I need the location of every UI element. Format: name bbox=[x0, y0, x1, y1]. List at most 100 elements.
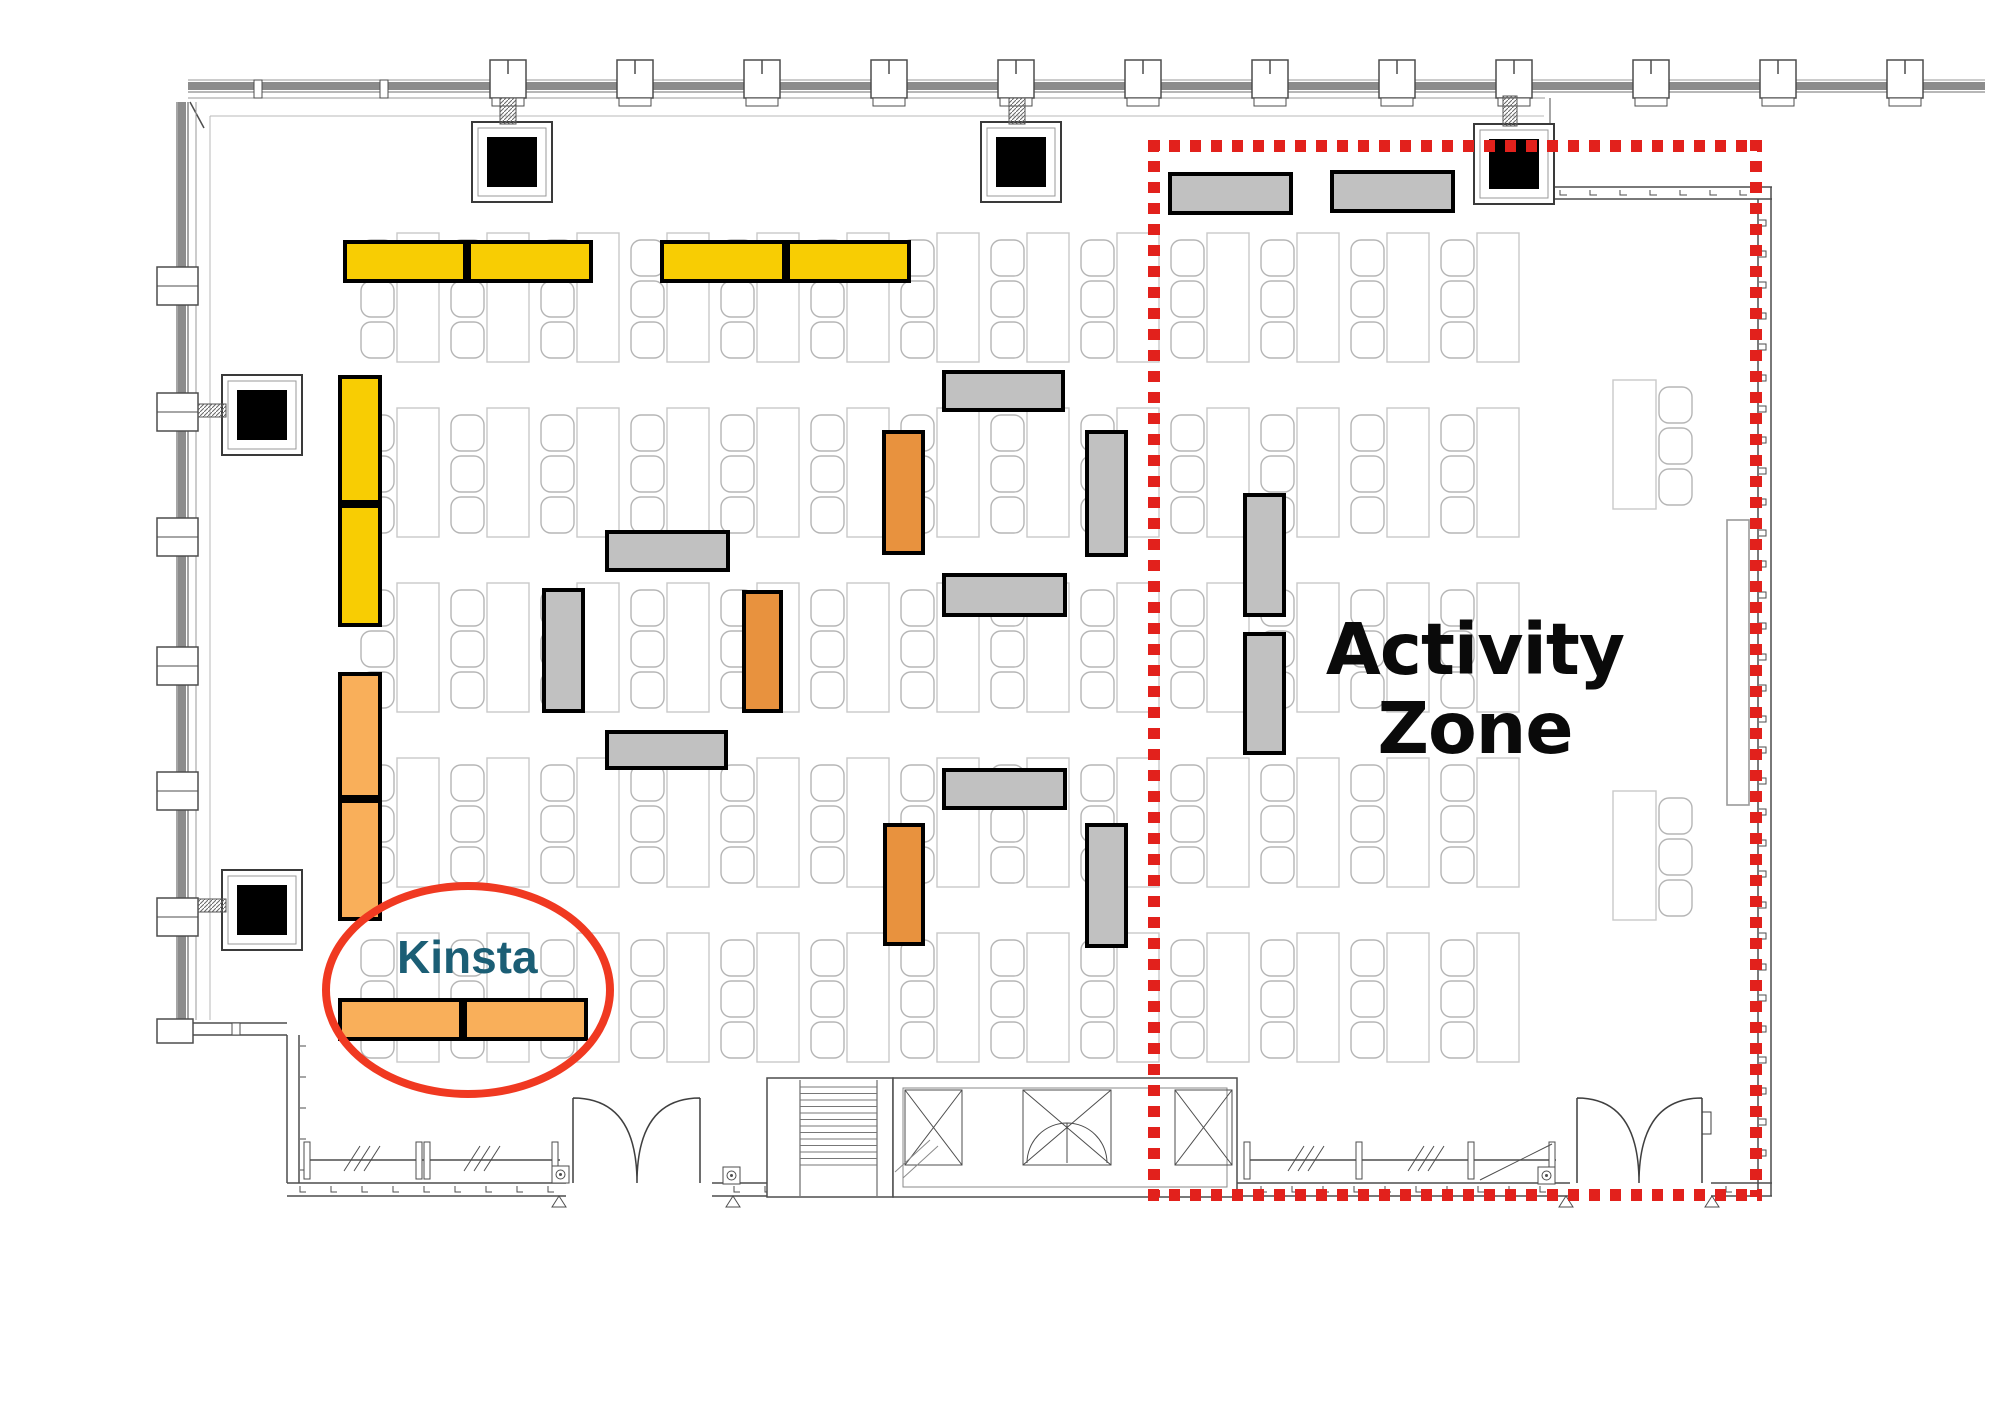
ghost-table bbox=[486, 582, 530, 713]
ghost-chair bbox=[1440, 630, 1475, 668]
ghost-table bbox=[1296, 232, 1340, 363]
ghost-chair bbox=[1350, 496, 1385, 534]
ghost-chair bbox=[1440, 589, 1475, 627]
ghost-chair bbox=[450, 764, 485, 802]
ghost-chair bbox=[1440, 671, 1475, 709]
ghost-chair bbox=[1260, 239, 1295, 277]
double-door-right bbox=[1576, 1097, 1712, 1184]
ghost-chair bbox=[900, 630, 935, 668]
ghost-table bbox=[756, 757, 800, 888]
ghost-chair bbox=[900, 764, 935, 802]
activity-zone-border-bottom bbox=[1148, 1189, 1762, 1201]
ghost-chair bbox=[1350, 980, 1385, 1018]
booth-yellow-left-v1 bbox=[338, 375, 382, 504]
activity-zone-border-left bbox=[1148, 140, 1160, 1197]
floor-devices bbox=[551, 1165, 1556, 1185]
booth-yellow-left-v2 bbox=[338, 504, 382, 627]
ghost-chair bbox=[1658, 797, 1693, 835]
ghost-table bbox=[1612, 790, 1657, 921]
ghost-chair bbox=[1350, 939, 1385, 977]
ghost-whiteboard bbox=[1726, 519, 1750, 806]
ghost-table bbox=[576, 407, 620, 538]
activity-zone-label-line1: Activity bbox=[1325, 608, 1625, 691]
ghost-chair bbox=[1440, 764, 1475, 802]
ghost-chair bbox=[1170, 280, 1205, 318]
ghost-chair bbox=[1170, 980, 1205, 1018]
ghost-chair bbox=[720, 414, 755, 452]
ghost-chair bbox=[900, 321, 935, 359]
ghost-chair bbox=[1260, 805, 1295, 843]
ghost-chair bbox=[450, 280, 485, 318]
ghost-chair bbox=[900, 1021, 935, 1059]
ghost-chair bbox=[720, 980, 755, 1018]
column-black-core bbox=[237, 885, 287, 935]
ghost-chair bbox=[720, 764, 755, 802]
ghost-table bbox=[666, 407, 710, 538]
ghost-chair bbox=[1170, 496, 1205, 534]
column-black-core bbox=[237, 390, 287, 440]
column-black-core bbox=[996, 137, 1046, 187]
ghost-table bbox=[666, 757, 710, 888]
ghost-chair bbox=[630, 321, 665, 359]
booth-gray-az-v2 bbox=[1243, 632, 1286, 755]
ghost-chair bbox=[1440, 846, 1475, 884]
ghost-chair bbox=[1080, 630, 1115, 668]
ghost-chair bbox=[1440, 980, 1475, 1018]
ghost-chair bbox=[1170, 764, 1205, 802]
left-window-mullions bbox=[156, 266, 199, 937]
booth-yellow-top-2a bbox=[660, 240, 786, 283]
stairs bbox=[766, 1077, 894, 1198]
ghost-table bbox=[1206, 232, 1250, 363]
ghost-chair bbox=[1440, 496, 1475, 534]
booth-gray-az-top-1 bbox=[1168, 172, 1293, 215]
ghost-chair bbox=[1170, 846, 1205, 884]
activity-zone-border-top bbox=[1148, 140, 1762, 152]
ghost-chair bbox=[540, 280, 575, 318]
ghost-chair bbox=[1658, 386, 1693, 424]
ghost-chair bbox=[630, 980, 665, 1018]
ghost-table bbox=[576, 232, 620, 363]
ghost-chair bbox=[1440, 239, 1475, 277]
ghost-chair bbox=[1080, 1021, 1115, 1059]
ghost-chair bbox=[810, 1021, 845, 1059]
ghost-chair bbox=[900, 589, 935, 627]
ghost-chair bbox=[630, 630, 665, 668]
ghost-chair bbox=[810, 846, 845, 884]
ghost-chair bbox=[1260, 939, 1295, 977]
ghost-chair bbox=[900, 280, 935, 318]
ghost-chair bbox=[540, 764, 575, 802]
ghost-chair bbox=[1260, 764, 1295, 802]
ghost-chair bbox=[1658, 838, 1693, 876]
booth-orange-left-v1 bbox=[338, 672, 382, 799]
ghost-chair bbox=[630, 589, 665, 627]
ghost-chair bbox=[450, 455, 485, 493]
booth-yellow-top-1a bbox=[343, 240, 467, 283]
ghost-chair bbox=[1350, 321, 1385, 359]
ghost-chair bbox=[1350, 805, 1385, 843]
ghost-chair bbox=[810, 414, 845, 452]
booth-gray-az-v1 bbox=[1243, 493, 1286, 617]
ghost-chair bbox=[1350, 455, 1385, 493]
ghost-chair bbox=[720, 496, 755, 534]
ghost-chair bbox=[990, 280, 1025, 318]
ghost-chair bbox=[360, 630, 395, 668]
ghost-table bbox=[846, 232, 890, 363]
ghost-chair bbox=[990, 846, 1025, 884]
ghost-table bbox=[1476, 582, 1520, 713]
ghost-chair bbox=[720, 939, 755, 977]
ghost-chair bbox=[1170, 630, 1205, 668]
ghost-chair bbox=[810, 939, 845, 977]
ghost-chair bbox=[630, 1021, 665, 1059]
ghost-chair bbox=[990, 455, 1025, 493]
ghost-table bbox=[936, 407, 980, 538]
ghost-chair bbox=[720, 1021, 755, 1059]
ghost-chair bbox=[540, 805, 575, 843]
ghost-table bbox=[1296, 757, 1340, 888]
booth-gray-center-v1 bbox=[1085, 430, 1128, 557]
ghost-chair bbox=[1260, 980, 1295, 1018]
ghost-chair bbox=[810, 764, 845, 802]
ghost-chair bbox=[990, 239, 1025, 277]
ghost-chair bbox=[810, 280, 845, 318]
ghost-chair bbox=[990, 496, 1025, 534]
ghost-chair bbox=[1080, 980, 1115, 1018]
